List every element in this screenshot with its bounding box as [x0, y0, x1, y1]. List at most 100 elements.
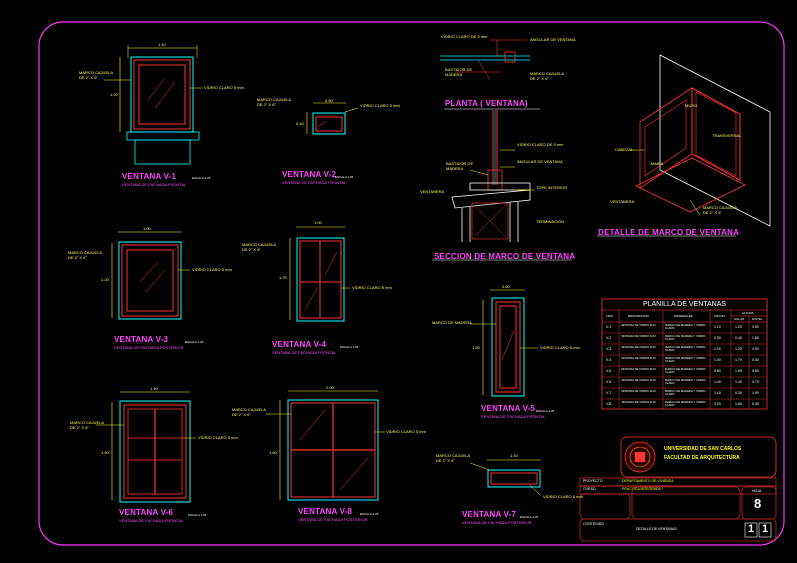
schedule-cell: 1.10: [714, 325, 721, 329]
v3-title: VENTANA V-3: [114, 335, 169, 344]
window-plan-detail: [440, 39, 540, 110]
v2-height-dim: 0.40: [296, 121, 304, 126]
schedule-cell: VENTANA DE VIDRIO FIJO: [621, 345, 656, 349]
schedule-cell: 2.00: [714, 402, 721, 406]
schedule-cell: MARCO DE MADERA Y VIDRIO CLARO: [665, 378, 706, 386]
schedule-cell: 1.40: [735, 380, 742, 384]
schedule-header-type: TIPO: [606, 314, 614, 318]
schedule-header-materials: MATERIALES: [674, 314, 693, 318]
section-label-frame: BASTIDOR DE MADERA: [446, 161, 474, 171]
window-v1-elevation: [104, 45, 203, 165]
schedule-cell: V-2: [606, 336, 612, 340]
v6-subtitle: VENTANA DE FACHADA FRONTAL: [119, 518, 184, 523]
plan-label-frame: BASTIDOR DE MADERA: [445, 67, 473, 77]
schedule-cell: MARCO DE MADERA Y VIDRIO CLARO: [665, 389, 706, 397]
schedule-cell: V-8: [606, 402, 612, 406]
v6-glass-label: VIDRIO CLARO 5 mm: [198, 435, 238, 440]
v8-height-dim: 1.80: [269, 450, 277, 455]
window-section-detail: [432, 110, 572, 261]
v3-glass-label: VIDRIO CLARO 5 mm: [192, 267, 232, 272]
schedule-cell: 1.00: [714, 347, 721, 351]
tb-page-total: 1: [762, 523, 769, 535]
v1-subtitle: VENTANA DE FACHADA FRONTAL: [122, 182, 187, 187]
v3-frame-label: MARCO CAJUELA DE 2" X 6": [68, 250, 102, 260]
v1-width-dim: 1.10: [158, 42, 166, 47]
tb-course: PRACTICA INTEGRADA I: [622, 487, 663, 491]
schedule-cell: 0.40: [735, 336, 742, 340]
schedule-cell: V-7: [606, 391, 612, 395]
v7-width-dim: 1.10: [510, 453, 518, 458]
schedule-cell: 1.50: [735, 369, 742, 373]
v8-subtitle: VENTANA DE FACHADA POSTERIOR: [298, 517, 368, 522]
window-v8-elevation: [266, 390, 385, 501]
schedule-cell: VENTANA DE VIDRIO FIJO: [621, 356, 656, 360]
tb-project: DEPARTAMENTO DE VIVIENDA: [622, 479, 674, 483]
schedule-cell: 1.80: [752, 336, 759, 340]
schedule-cell: V-6: [606, 380, 612, 384]
v4-width-dim: 1.00: [314, 220, 322, 225]
schedule-header-lintel: DINTEL: [752, 317, 763, 321]
tb-content-label: CONTENIDO: [583, 522, 604, 526]
plan-label-angle: ANGULAR DE VENTANA: [530, 37, 576, 42]
window-v2-elevation: [306, 102, 359, 135]
schedule-cell: MARCO DE MADERA Y VIDRIO CLARO: [665, 356, 706, 364]
schedule-cell: V-4: [606, 358, 612, 362]
v1-scale: ESCALA 1:25: [192, 176, 211, 180]
schedule-cell: VENTANA DE VIDRIO FIJO: [621, 389, 656, 393]
schedule-cell: VENTANA DE VIDRIO FIJO: [621, 334, 656, 338]
tb-content: DETALLE DE VENTANAS: [636, 527, 677, 531]
tb-project-label: PROYECTO: [583, 479, 603, 483]
v4-glass-label: VIDRIO CLARO 5 mm: [352, 285, 392, 290]
window-frame-3d-detail: [597, 54, 771, 237]
schedule-header-sill: SILLAR: [734, 317, 745, 321]
section-label-sill: VENTANERA: [420, 189, 445, 194]
v1-frame-label: MARCO CAJUELA DE 2" X 6": [79, 70, 113, 80]
v5-scale: ESCALA 1:25: [536, 409, 555, 413]
v2-width-dim: 0.50: [325, 98, 333, 103]
v5-frame-label: MARCO DE MADERA: [432, 320, 472, 325]
v2-frame-label: MARCO CAJUELA DE 2" X 6": [257, 97, 291, 107]
window-v5-elevation: [470, 289, 538, 397]
v7-frame-label: MARCO CAJUELA DE 2" X 6": [436, 453, 470, 463]
v1-height-dim: 1.20: [110, 92, 118, 97]
schedule-header-desc: DESCRIPCION: [628, 314, 649, 318]
v5-title: VENTANA V-5: [481, 404, 536, 413]
window-v7-elevation: [469, 459, 541, 496]
window-v4-elevation: [289, 226, 350, 322]
v1-glass-label: VIDRIO CLARO 5 mm: [204, 85, 244, 90]
schedule-cell: 1.70: [735, 358, 742, 362]
v8-frame-label: MARCO CAJUELA DE 2" X 6": [232, 407, 266, 417]
v8-width-dim: 2.00: [326, 385, 334, 390]
schedule-cell: VENTANA DE VIDRIO FIJO: [621, 400, 656, 404]
v1-title: VENTANA V-1: [122, 172, 177, 181]
v6-frame-label: MARCO CAJUELA DE 2" X 6": [70, 420, 104, 430]
v6-title: VENTANA V-6: [119, 508, 174, 517]
v2-glass-label: VIDRIO CLARO 5 mm: [360, 103, 400, 108]
tb-page-current: 1: [748, 523, 755, 535]
v4-frame-label: MARCO CAJUELA DE 2" X 6": [242, 242, 276, 252]
window-schedule-table: [601, 298, 768, 410]
section-title: SECCION DE MARCO DE VENTANA: [434, 252, 576, 261]
v6-scale: ESCALA 1:25: [188, 513, 207, 517]
schedule-cell: 1.80: [735, 402, 742, 406]
schedule-cell: MARCO DE MADERA Y VIDRIO CLARO: [665, 334, 706, 342]
v6-height-dim: 1.40: [101, 450, 109, 455]
detail-label-sill: VENTANERA: [610, 199, 635, 204]
schedule-title: PLANILLA DE VENTANAS: [642, 301, 727, 308]
schedule-cell: 1.00: [714, 358, 721, 362]
schedule-cell: 1.40: [714, 380, 721, 384]
schedule-cell: V-3: [606, 347, 612, 351]
detail-label-wall: MURO: [685, 103, 698, 108]
v7-title: VENTANA V-7: [462, 510, 517, 519]
v5-subtitle: VENTANA DE FACHADA FRONTAL: [481, 414, 546, 419]
v4-subtitle: VENTANA DE FACHADA FRONTAL: [272, 350, 337, 355]
plan-label-glass: VIDRIO CLARO DE 5 mm: [441, 34, 488, 39]
v4-title: VENTANA V-4: [272, 340, 327, 349]
detail-title: DETALLE DE MARCO DE VENTANA: [598, 228, 740, 237]
v5-height-dim: 1.50: [472, 345, 480, 350]
v4-scale: ESCALA 1:25: [340, 345, 359, 349]
v7-subtitle: VENTANA DE FACHADA POSTERIOR: [462, 520, 532, 525]
schedule-cell: MARCO DE MADERA Y VIDRIO CLARO: [665, 323, 706, 331]
section-label-angle: ANGULAR DE VENTANA: [517, 159, 563, 164]
